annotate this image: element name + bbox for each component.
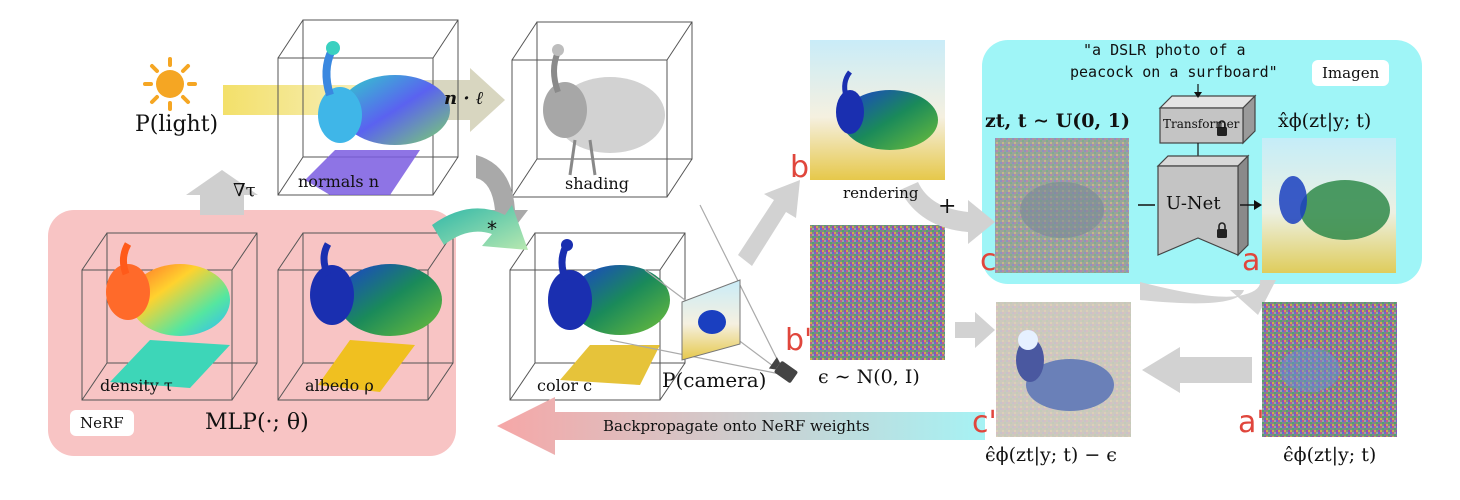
noise-image [810,225,945,360]
n-dot-l-label: n · ℓ [444,88,484,109]
camera-label: P(camera) [662,368,767,392]
prompt-line-2: peacock on a surfboard" [1070,63,1278,81]
zt-dist-label: zt, t ∼ U(0, 1) [985,110,1130,132]
noise-to-cprime-arrow [955,312,995,348]
x-hat-label: x̂ϕ(zt|y; t) [1278,110,1372,132]
shading-peacock-image [543,44,665,176]
albedo-to-color-arrow [432,205,528,250]
eps-diff-label: ϵ̂ϕ(zt|y; t) − ϵ [985,444,1117,466]
mlp-label: MLP(·; θ) [205,410,309,435]
eps-diff-image [996,302,1131,437]
rendering-to-zt-arrow [900,182,995,244]
transformer-block [1158,94,1257,145]
marker-a-prime: a' [1238,405,1265,440]
to-rendering-arrow [738,180,800,266]
sun-icon [143,57,197,111]
rendering-image [810,40,945,180]
marker-c-prime: c' [972,405,997,440]
normals-label: normals n [298,172,380,191]
light-label: P(light) [135,112,219,137]
transformer-label: Transformer [1163,117,1240,131]
nerf-tag: NeRF [70,410,134,436]
marker-b-prime: b' [785,323,813,358]
zt-noisy-image [995,138,1129,273]
color-label: color c [537,376,593,395]
camera-plane-peacock [698,310,726,334]
eps-hat-image [1262,302,1397,437]
grad-tau-arrow [186,170,258,215]
xhat-to-aprime-arrow [1140,280,1276,315]
aprime-to-cprime-arrow [1142,347,1252,393]
normals-peacock-image [305,41,450,195]
noise-dist-label: ϵ ∼ N(0, I) [818,366,920,388]
marker-b: b [790,150,810,185]
plus-label: + [938,194,956,219]
density-image [106,242,230,388]
rendering-label: rendering [843,184,919,202]
marker-a: a [1242,243,1261,278]
unet-label: U-Net [1166,193,1221,214]
backprop-arrow [497,397,985,455]
xhat-image [1262,138,1396,273]
color-peacock-image [548,239,670,385]
unet-lock-icon [1217,222,1227,238]
prompt-line-1: "a DSLR photo of a [1083,41,1246,59]
star-label: * [487,217,497,241]
unet-to-xhat-arrowhead [1254,200,1262,210]
backprop-label: Backpropagate onto NeRF weights [603,417,870,435]
grad-tau-label: ∇τ [233,180,256,201]
imagen-tag: Imagen [1312,60,1390,86]
prompt-arrowhead [1194,92,1202,98]
density-label: density τ [100,376,173,395]
shading-label: shading [565,174,629,193]
camera-icon [768,357,798,383]
lock-icon [1217,120,1227,136]
albedo-image [310,242,442,392]
albedo-label: albedo ρ [305,376,374,395]
eps-hat-label: ϵ̂ϕ(zt|y; t) [1283,444,1377,466]
marker-c: c [980,243,997,278]
shading-cube [511,21,693,198]
